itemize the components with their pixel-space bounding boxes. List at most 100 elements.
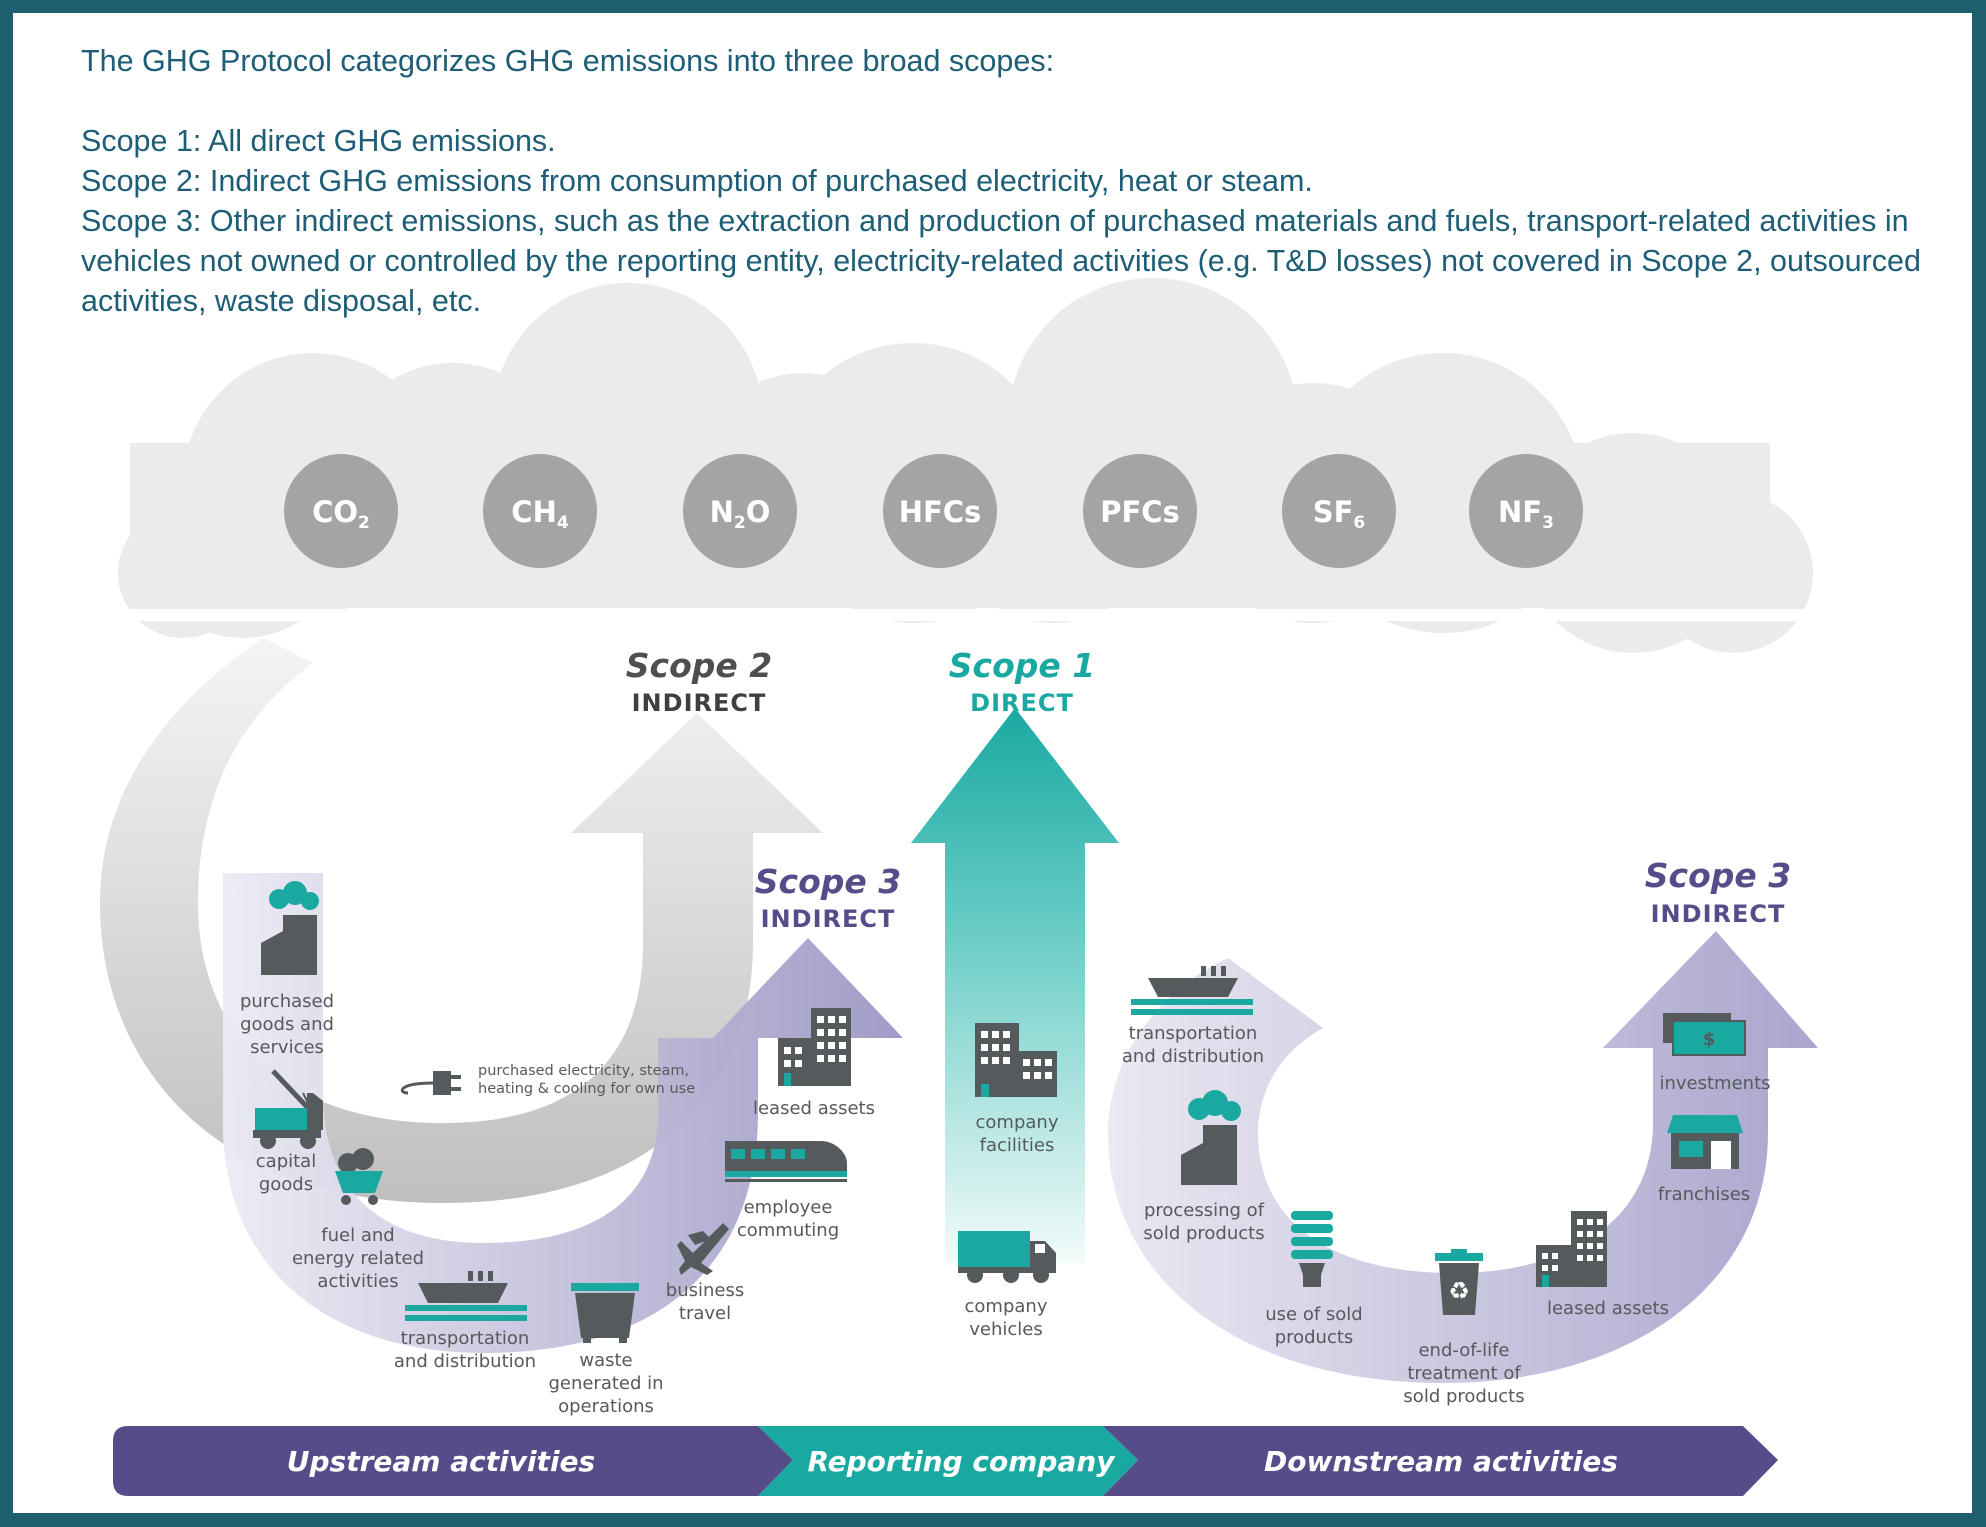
svg-text:leased assets: leased assets (753, 1098, 875, 1119)
crane-truck-icon (253, 1069, 323, 1149)
scope2-arrow (100, 638, 823, 1203)
coal-cart-icon (335, 1148, 383, 1205)
gas-co2: CO2 (284, 454, 398, 568)
svg-text:purchased electricity, steam,h: purchased electricity, steam,heating & c… (478, 1063, 695, 1097)
scope2-label: Scope 2 INDIRECT (626, 646, 772, 717)
lightbulb-icon (1291, 1211, 1333, 1287)
dumpster-icon (571, 1283, 639, 1343)
activity-band: Upstream activities Reporting company Do… (113, 1426, 1778, 1496)
scope1-arrow[interactable] (911, 708, 1119, 1263)
gas-hfcs: HFCs (883, 454, 997, 568)
factory-icon (1181, 1090, 1241, 1185)
airplane-icon (677, 1223, 729, 1275)
intro-scope2: Scope 2: Indirect GHG emissions from con… (81, 164, 1313, 198)
slide: The GHG Protocol categorizes GHG emissio… (13, 13, 1972, 1513)
svg-text:Scope 3: Scope 3 (1645, 856, 1791, 895)
ghg-scopes-diagram: CO2 CH4 N2O HFCs PFCs SF6 (100, 278, 1818, 1496)
upstream-leased-assets: leased assets (753, 1008, 875, 1119)
downstream-franchises: franchises (1658, 1115, 1750, 1205)
band-reporting[interactable] (758, 1426, 1138, 1496)
scope3-upstream-label: Scope 3 INDIRECT (755, 862, 901, 933)
gas-sf6: SF6 (1282, 454, 1396, 568)
intro-scope3: Scope 3: Other indirect emissions, such … (81, 204, 1921, 318)
money-icon: $ (1663, 1013, 1746, 1056)
svg-text:$: $ (1703, 1029, 1716, 1050)
intro-heading: The GHG Protocol categorizes GHG emissio… (81, 44, 1055, 78)
building-icon (1536, 1211, 1607, 1287)
scope3-downstream-label: Scope 3 INDIRECT (1645, 856, 1791, 928)
svg-text:N2O: N2O (710, 495, 771, 533)
svg-text:Scope 1: Scope 1 (949, 646, 1095, 685)
intro-text: The GHG Protocol categorizes GHG emissio… (81, 41, 1951, 321)
band-upstream-label: Upstream activities (287, 1445, 595, 1478)
recycle-bin-icon: ♻ (1435, 1249, 1483, 1315)
ship-icon (405, 1271, 527, 1321)
scope1-label: Scope 1 DIRECT (949, 646, 1095, 717)
svg-text:NF3: NF3 (1498, 495, 1554, 533)
svg-text:leased assets: leased assets (1547, 1298, 1669, 1319)
intro-scope1: Scope 1: All direct GHG emissions. (81, 124, 556, 158)
svg-text:Scope 2: Scope 2 (626, 646, 772, 685)
svg-text:INDIRECT: INDIRECT (1651, 900, 1786, 928)
truck-icon (958, 1231, 1056, 1283)
svg-text:CH4: CH4 (511, 495, 569, 533)
scope3-downstream-arrow (1108, 931, 1818, 1383)
ship-icon (1131, 966, 1253, 1015)
band-reporting-label: Reporting company (807, 1445, 1116, 1478)
factory-icon (261, 881, 319, 975)
building-icon (778, 1008, 851, 1086)
gas-n2o: N2O (683, 454, 797, 568)
train-icon (725, 1141, 847, 1182)
downstream-leased-assets: leased assets (1536, 1211, 1669, 1319)
svg-text:INDIRECT: INDIRECT (761, 905, 896, 933)
svg-text:investments: investments (1659, 1073, 1770, 1094)
scope3-upstream-arrow (223, 873, 903, 1353)
band-downstream-label: Downstream activities (1264, 1445, 1618, 1478)
svg-text:CO2: CO2 (312, 495, 370, 533)
building-icon (975, 1023, 1057, 1097)
gas-bubbles: CO2 CH4 N2O HFCs PFCs SF6 (284, 454, 1583, 568)
gas-ch4: CH4 (483, 454, 597, 568)
plug-icon (400, 1071, 461, 1095)
svg-text:franchises: franchises (1658, 1184, 1750, 1205)
band-upstream[interactable] (113, 1426, 793, 1496)
svg-text:INDIRECT: INDIRECT (632, 689, 767, 717)
band-downstream[interactable] (1103, 1426, 1778, 1496)
svg-text:SF6: SF6 (1313, 495, 1366, 533)
downstream-investments: $ investments (1659, 1013, 1771, 1094)
gas-nf3: NF3 (1469, 454, 1583, 568)
storefront-icon (1667, 1115, 1743, 1169)
upstream-purchased-electricity: purchased electricity, steam,heating & c… (400, 1063, 695, 1097)
svg-text:PFCs: PFCs (1100, 495, 1180, 529)
gas-pfcs: PFCs (1083, 454, 1197, 568)
svg-text:♻: ♻ (1448, 1277, 1470, 1305)
svg-text:HFCs: HFCs (899, 495, 982, 529)
svg-text:DIRECT: DIRECT (970, 689, 1074, 717)
